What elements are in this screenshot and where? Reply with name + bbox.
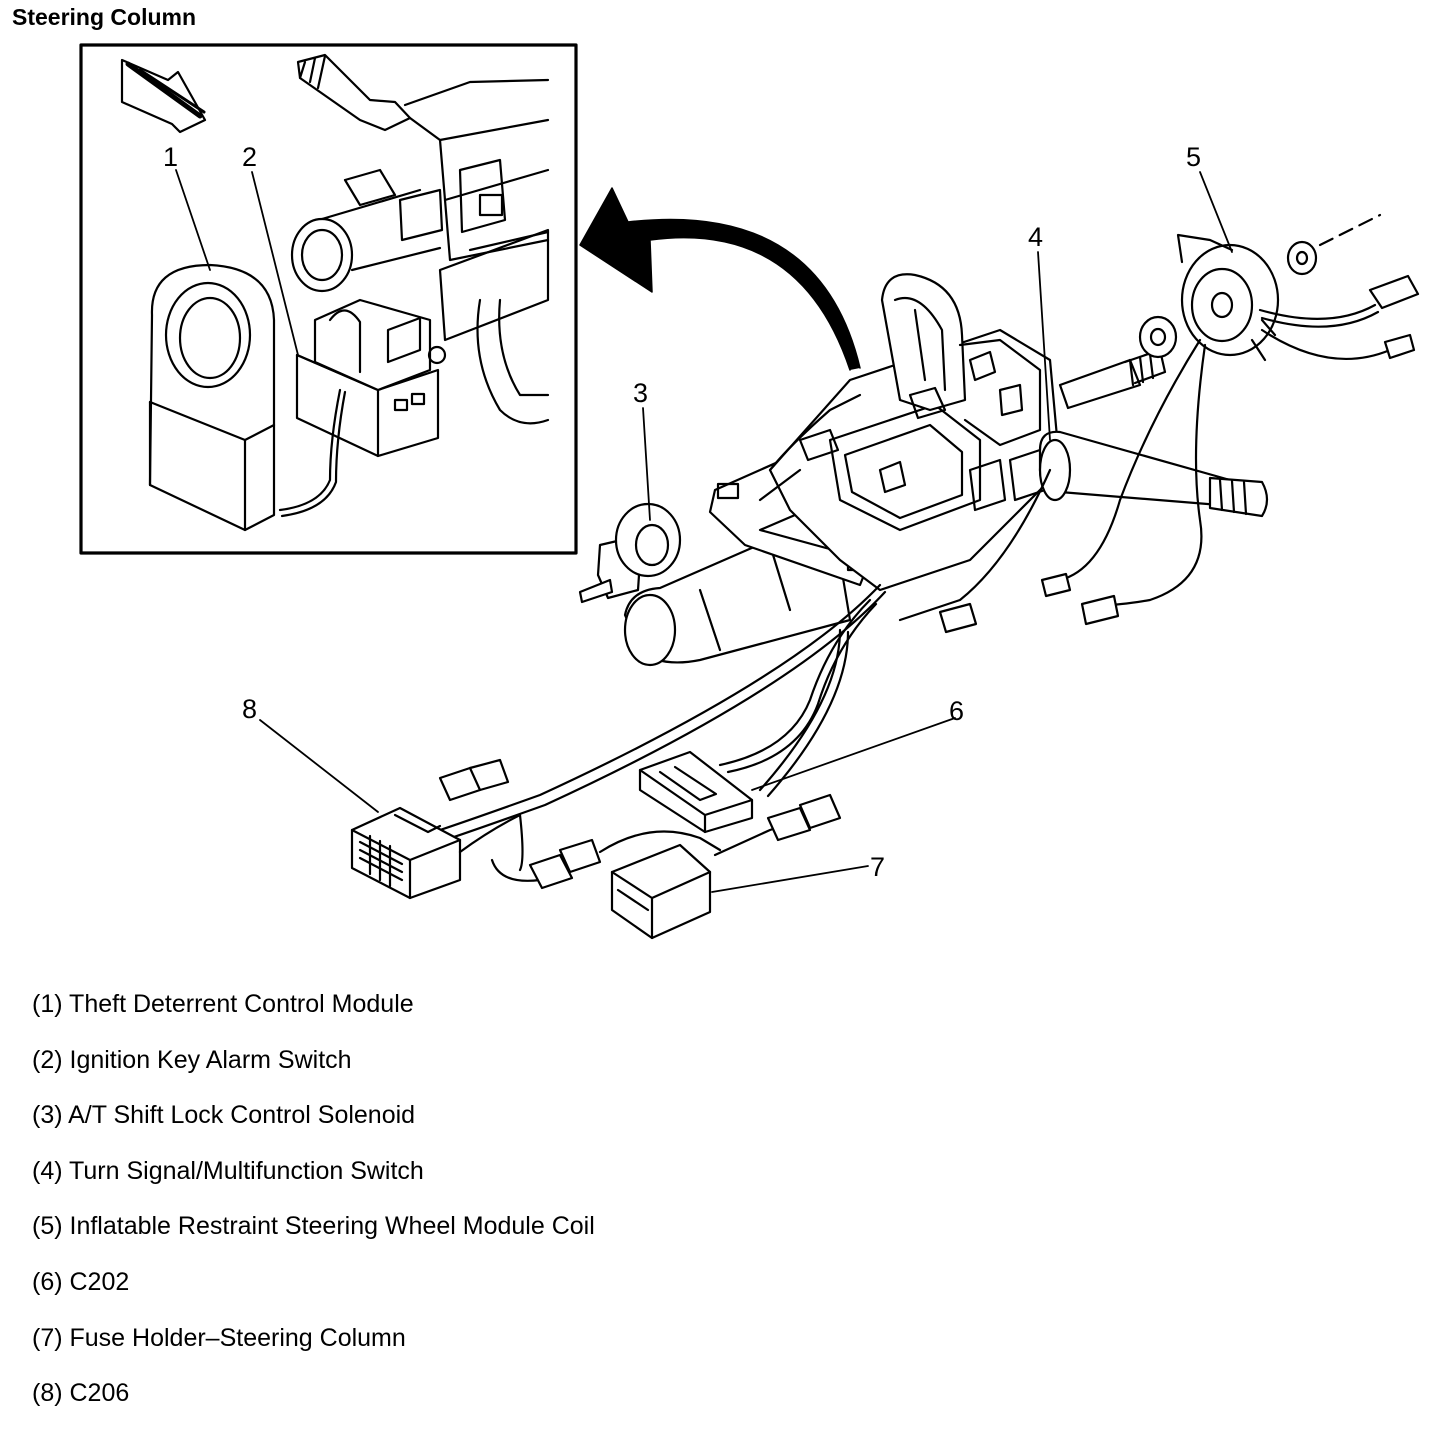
steering-column-body-drawing xyxy=(578,213,1420,667)
legend-item: (8) C206 xyxy=(32,1379,130,1408)
view-direction-arrow-icon xyxy=(120,58,207,134)
inset-column-housing-drawing xyxy=(296,53,550,425)
steering-column-diagram: 1 2 3 4 5 6 7 8 xyxy=(79,43,1420,940)
callout-leader-lines xyxy=(175,169,1233,893)
theft-deterrent-module-drawing xyxy=(148,263,276,532)
callout-3: 3 xyxy=(633,378,648,408)
callout-8: 8 xyxy=(242,694,257,724)
legend-item: (1) Theft Deterrent Control Module xyxy=(32,990,414,1018)
component-legend: (1) Theft Deterrent Control Module (2) I… xyxy=(32,985,595,1430)
callout-5: 5 xyxy=(1186,142,1201,172)
detail-inset-frame xyxy=(79,43,578,555)
legend-item: (3) A/T Shift Lock Control Solenoid xyxy=(32,1101,416,1130)
curved-pointer-arrow-icon xyxy=(579,187,861,371)
legend-item: (2) Ignition Key Alarm Switch xyxy=(32,1045,352,1074)
legend-item: (4) Turn Signal/Multifunction Switch xyxy=(32,1156,424,1185)
legend-item: (5) Inflatable Restraint Steering Wheel … xyxy=(32,1212,595,1241)
callout-6: 6 xyxy=(949,696,964,726)
ignition-switch-drawing xyxy=(278,188,442,518)
legend-item: (6) C202 xyxy=(32,1267,130,1296)
callout-4: 4 xyxy=(1028,222,1043,252)
diagram-title: Steering Column xyxy=(12,4,197,30)
callout-2: 2 xyxy=(242,142,257,172)
legend-item: (7) Fuse Holder–Steering Column xyxy=(32,1323,406,1352)
wiring-harness-drawing xyxy=(350,338,1207,940)
callout-1: 1 xyxy=(163,142,178,172)
callout-7: 7 xyxy=(870,852,885,882)
